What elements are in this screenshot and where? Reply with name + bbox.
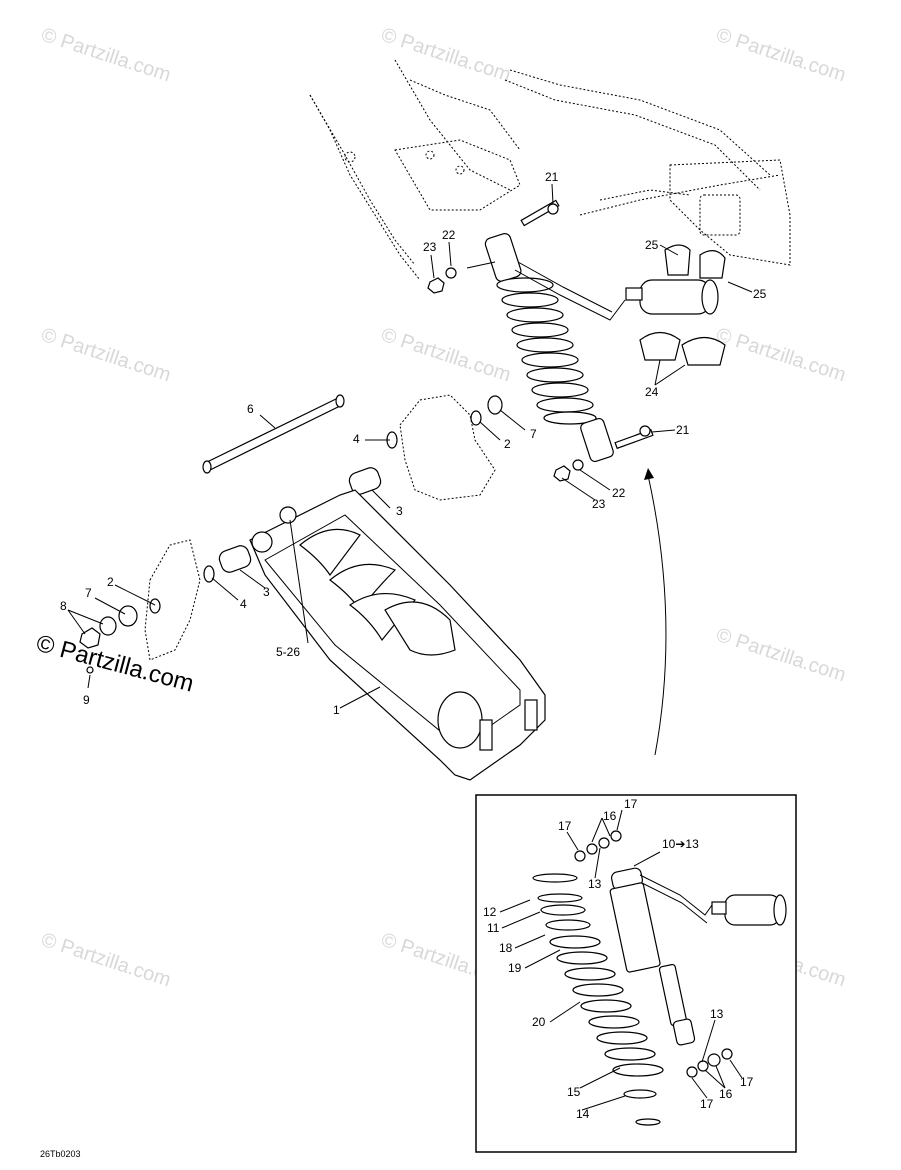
callout-17-left: 17 (558, 819, 572, 833)
callout-13-bottom: 13 (710, 1007, 724, 1021)
callout-2-right: 2 (504, 437, 511, 451)
callout-2-left: 2 (107, 575, 114, 589)
callout-17-bottom: 17 (700, 1097, 714, 1111)
watermark-text: © Partzilla.com (38, 324, 173, 387)
inset-shock (609, 867, 787, 1046)
watermark-text: © Partzilla.com (38, 929, 173, 992)
callout-21-upper: 21 (545, 170, 559, 184)
callout-9: 9 (83, 693, 90, 707)
callout-20: 20 (532, 1015, 546, 1029)
arrow-head (644, 468, 654, 480)
swing-arm-shaft (202, 394, 345, 474)
callout-16-top: 16 (603, 809, 617, 823)
frame-outline (309, 59, 521, 281)
callout-23-lower: 23 (592, 497, 606, 511)
watermark-text: © Partzilla.com (713, 624, 848, 687)
callout-11: 11 (487, 921, 500, 935)
callout-19: 19 (508, 961, 522, 975)
reference-code: 26Tb0203 (40, 1149, 81, 1159)
inset-detail (475, 794, 797, 1153)
watermark-text: © Partzilla.com (378, 324, 513, 387)
callout-1: 1 (333, 703, 340, 717)
swing-arm (249, 489, 546, 781)
callout-18: 18 (499, 941, 513, 955)
callout-labels: 21 22 23 25 25 24 6 7 4 2 21 22 23 3 2 3… (60, 170, 767, 717)
callout-25-right: 25 (753, 287, 767, 301)
callout-13-top: 13 (588, 877, 602, 891)
callout-22-lower: 22 (612, 486, 626, 500)
inset-washers (574, 830, 733, 1078)
watermark-overlay: © Partzilla.com (33, 630, 196, 698)
watermark-text: © Partzilla.com (38, 24, 173, 87)
left-hardware (79, 539, 252, 674)
inset-callout-labels: 17 16 17 10➔13 13 12 11 18 19 13 20 17 1… (483, 797, 754, 1121)
reservoir (625, 244, 726, 366)
callout-25-left: 25 (645, 238, 659, 252)
callout-24: 24 (645, 385, 659, 399)
bracket (348, 394, 496, 501)
callout-6: 6 (247, 402, 254, 416)
callout-12: 12 (483, 905, 497, 919)
callout-4-upper: 4 (353, 432, 360, 446)
spring-coils (496, 277, 597, 425)
callout-7-right: 7 (530, 427, 537, 441)
watermark-text: © Partzilla.com (713, 324, 848, 387)
callout-23-upper: 23 (423, 240, 437, 254)
callout-7-left: 7 (85, 586, 92, 600)
callout-5-26: 5-26 (276, 645, 300, 659)
callout-4-lower: 4 (240, 597, 247, 611)
callout-21-lower: 21 (676, 423, 690, 437)
leader-lines (67, 183, 753, 756)
watermark-text: © Partzilla.com (713, 24, 848, 87)
callout-3-lower: 3 (263, 585, 270, 599)
callout-22-upper: 22 (442, 228, 456, 242)
upper-hardware (427, 199, 654, 482)
callout-3-upper: 3 (396, 504, 403, 518)
callout-17-right: 17 (740, 1075, 754, 1089)
callout-15: 15 (567, 1085, 581, 1099)
inset-spring (532, 873, 664, 1126)
watermark-text: © Partzilla.com (378, 24, 513, 87)
rear-frame-outline (504, 69, 791, 266)
callout-10-13: 10➔13 (662, 837, 699, 851)
callout-8: 8 (60, 599, 67, 613)
inset-leader-lines (499, 809, 743, 1111)
callout-14: 14 (576, 1107, 590, 1121)
callout-16-bottom: 16 (719, 1087, 733, 1101)
shock-absorber (484, 233, 626, 463)
callout-17-top: 17 (624, 797, 638, 811)
